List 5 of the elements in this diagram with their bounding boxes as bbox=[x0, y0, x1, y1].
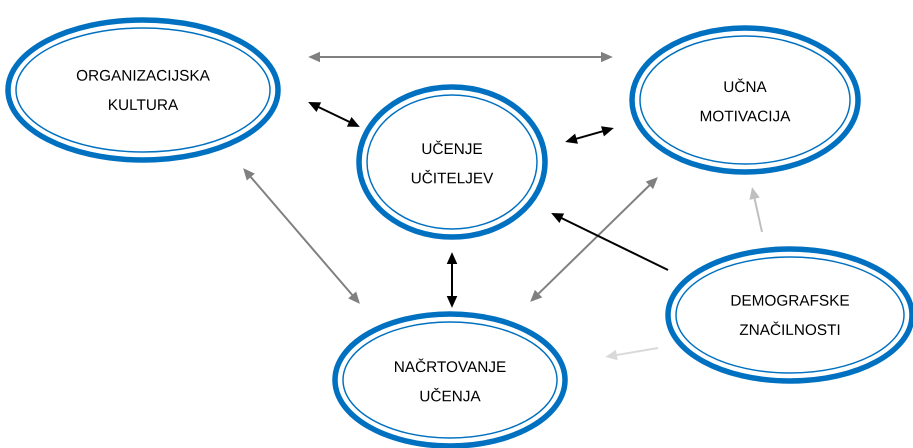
ellipse-node: UČNA MOTIVACIJA bbox=[629, 25, 861, 175]
ellipse-node: ORGANIZACIJSKA KULTURA bbox=[5, 17, 281, 163]
ellipse-node: DEMOGRAFSKE ZNAČILNOSTI bbox=[665, 246, 913, 384]
ellipse-node: UČENJE UČITELJEV bbox=[356, 84, 548, 240]
ellipse-node: NAČRTOVANJE UČENJA bbox=[332, 311, 568, 448]
